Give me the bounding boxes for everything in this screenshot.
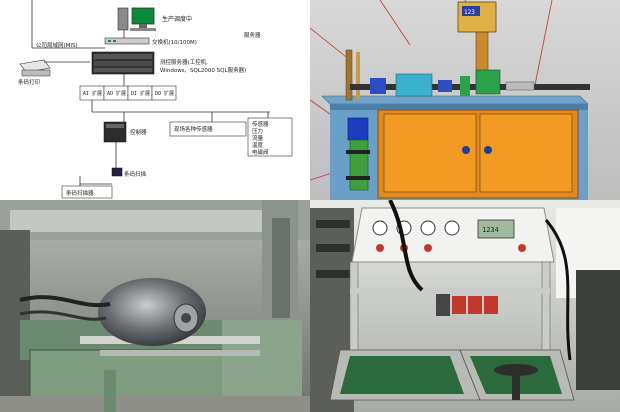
lan-label: 公司局域网(MIS) xyxy=(36,41,78,49)
scanner-icon xyxy=(111,167,123,177)
switch-icon xyxy=(104,37,150,45)
pressure-gauge-icon xyxy=(372,220,388,236)
branch-right-line-2: 压力 xyxy=(252,127,263,135)
indicator-light-icon xyxy=(518,244,526,252)
panel-display-value: 1234 xyxy=(482,226,499,234)
pc-label: 生产调度中 xyxy=(162,15,192,23)
server-label: 服务器 xyxy=(244,31,261,39)
press-machine-photo xyxy=(0,200,310,412)
cylinder-stack xyxy=(346,117,370,191)
red-actuators xyxy=(436,294,498,316)
test-rig-display: 123 xyxy=(464,9,475,16)
branch-right-line-1: 传感器 xyxy=(252,120,269,128)
indicator-light-icon xyxy=(376,244,384,252)
metal-tank xyxy=(98,278,206,346)
bottom-label: 条码扫描器 xyxy=(66,189,94,197)
server-icon xyxy=(91,51,155,75)
lcd-display xyxy=(477,219,515,239)
pcb-trays xyxy=(329,349,575,401)
branch-label-1: 现场各种传感器 xyxy=(174,125,213,133)
gauge-control-panel: 1234 xyxy=(351,207,555,263)
printer-icon xyxy=(19,59,51,77)
pc-icon xyxy=(117,7,156,31)
server-desc-2: Windows、SQL2000 SQL服务器) xyxy=(160,66,246,74)
test-station-canvas: 1234 xyxy=(310,200,620,412)
upright-display-unit: 123 xyxy=(457,1,501,95)
pressure-gauge-icon xyxy=(420,220,436,236)
diagram-canvas: 生产调度中 交换机(10/100M) 服务器 公司局域网(MIS) 条码打印 xyxy=(18,0,293,199)
press-machine-canvas xyxy=(0,200,310,412)
port-ai: AI 扩展 xyxy=(83,90,102,97)
pressure-gauge-icon xyxy=(444,220,460,236)
branch-right-line-3: 流量 xyxy=(252,134,264,142)
controller-label: 控制器 xyxy=(130,128,147,136)
server-desc-1: 测控服务器(工控机, xyxy=(160,58,208,66)
test-rig-canvas: 123 xyxy=(310,0,620,200)
indicator-light-icon xyxy=(424,244,432,252)
test-rig-3d-render: 123 xyxy=(310,0,620,200)
branch-right-line-4: 温度 xyxy=(252,141,264,149)
port-ao: AO 扩展 xyxy=(107,90,126,97)
system-network-diagram: 生产调度中 交换机(10/100M) 服务器 公司局域网(MIS) 条码打印 xyxy=(0,0,310,200)
branch-right-line-5: 电磁阀 xyxy=(252,148,269,156)
tabletop xyxy=(321,95,589,110)
scanner-label: 条码扫描 xyxy=(124,170,147,178)
printer-label: 条码打印 xyxy=(18,78,41,86)
switch-label: 交换机(10/100M) xyxy=(152,38,197,46)
controller-icon xyxy=(103,121,127,143)
port-do: DO 扩展 xyxy=(155,90,174,97)
shaft-assembly xyxy=(350,73,590,97)
test-station-photo: 1234 xyxy=(310,200,620,412)
port-di: DI 扩展 xyxy=(131,90,150,97)
cabinet xyxy=(330,109,588,200)
